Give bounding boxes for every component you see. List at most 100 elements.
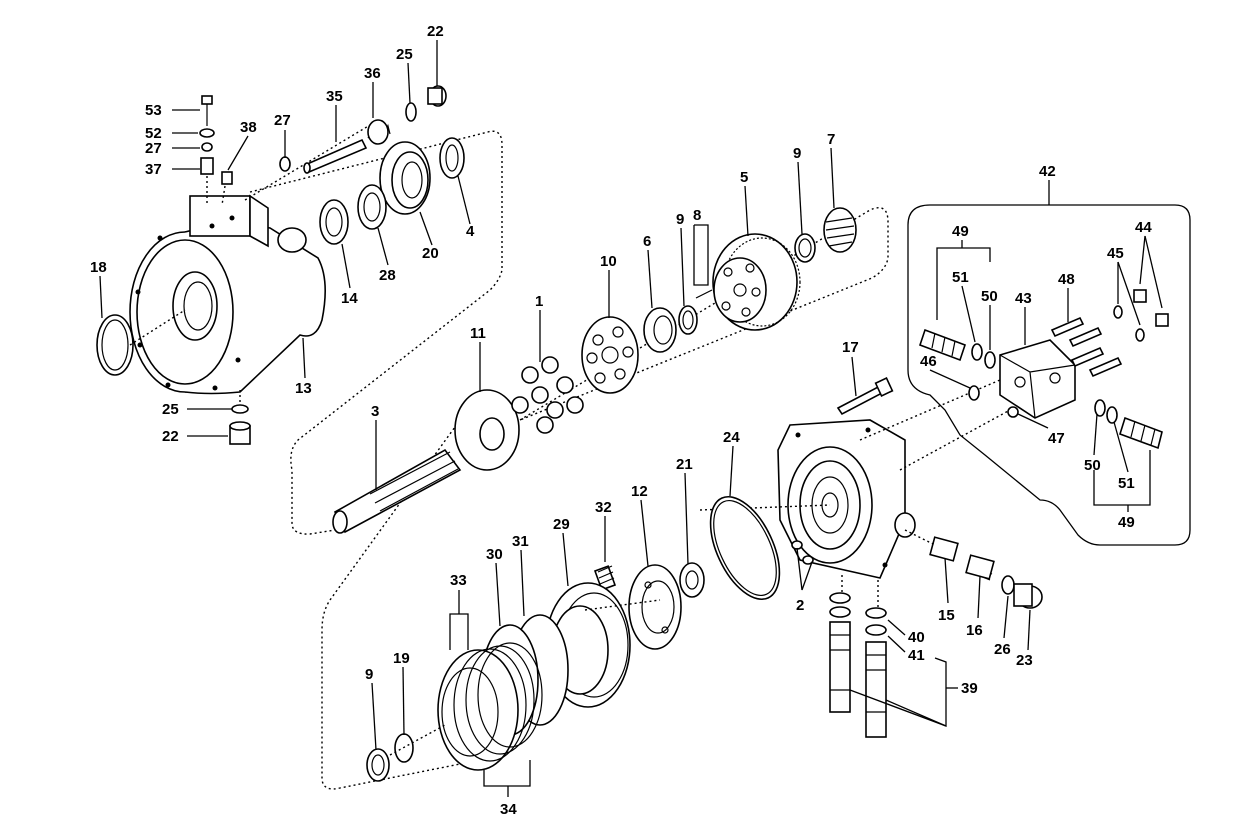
- spacer-28: [357, 184, 387, 230]
- label-2: 2: [796, 597, 804, 614]
- oring-25b: [231, 404, 249, 414]
- label-41: 41: [908, 647, 925, 664]
- spring-32: [593, 565, 617, 591]
- label-34: 34: [500, 801, 517, 818]
- bearing-20: [379, 141, 431, 215]
- check-valve-49a: [918, 328, 967, 362]
- oring-25a: [405, 102, 417, 122]
- plate-12: [628, 564, 682, 650]
- label-21: 21: [676, 456, 693, 473]
- label-44: 44: [1135, 219, 1152, 236]
- relief-valve-39b: [865, 641, 887, 738]
- upper-group-outline: [249, 130, 503, 535]
- label-47: 47: [1048, 430, 1065, 447]
- label-18: 18: [90, 259, 107, 276]
- label-20: 20: [422, 245, 439, 262]
- oring-50b: [1094, 399, 1106, 417]
- ring-9b: [678, 305, 698, 335]
- label-17: 17: [842, 339, 859, 356]
- snap-ring-18: [96, 314, 134, 376]
- label-46: 46: [920, 353, 937, 370]
- oring-40a: [829, 592, 851, 604]
- label-4: 4: [466, 223, 475, 240]
- drive-shaft-3: [332, 448, 462, 534]
- label-22-lower: 22: [162, 428, 179, 445]
- plugs-44: [1133, 289, 1169, 327]
- oring-51a: [971, 343, 983, 361]
- label-14: 14: [341, 290, 358, 307]
- spring-36: [367, 119, 391, 145]
- label-27-upper: 27: [145, 140, 162, 157]
- label-42: 42: [1039, 163, 1056, 180]
- label-50-lower: 50: [1084, 457, 1101, 474]
- label-6: 6: [643, 233, 651, 250]
- label-8: 8: [693, 207, 701, 224]
- plug-37: [200, 157, 214, 175]
- ring-9c: [366, 748, 390, 782]
- label-13: 13: [295, 380, 312, 397]
- label-16: 16: [966, 622, 983, 639]
- label-9-mid: 9: [676, 211, 684, 228]
- rear-cover: [777, 419, 916, 579]
- oring-46: [968, 385, 980, 401]
- label-5: 5: [740, 169, 748, 186]
- oring-45b: [1135, 328, 1145, 342]
- check-valve-49b: [1119, 416, 1163, 450]
- label-11: 11: [470, 325, 486, 342]
- pin-8: [695, 289, 713, 299]
- label-30: 30: [486, 546, 503, 563]
- label-15: 15: [938, 607, 955, 624]
- label-22-upper: 22: [427, 23, 444, 40]
- washer-52: [199, 128, 215, 138]
- label-50-upper: 50: [981, 288, 998, 305]
- label-38: 38: [240, 119, 257, 136]
- bolt-53: [201, 95, 213, 126]
- motor-housing-13: [129, 194, 326, 395]
- plug-22b: [229, 421, 251, 445]
- label-25-lower: 25: [162, 401, 179, 418]
- oring-40b: [865, 607, 887, 619]
- seal-ring-24: [709, 495, 781, 601]
- part-number-labels: 53 52 27 37 38 27 35 36 25 22 4 20 28 14…: [90, 23, 1152, 818]
- label-9-top: 9: [793, 145, 801, 162]
- oring-27b: [279, 156, 291, 172]
- plug-22a: [427, 85, 447, 107]
- label-36: 36: [364, 65, 381, 82]
- oring-47: [1007, 406, 1019, 418]
- washer-4: [439, 137, 465, 179]
- gear-5: [712, 233, 801, 331]
- bolts-48: [1050, 316, 1123, 378]
- spring-16: [965, 554, 995, 581]
- label-1: 1: [535, 293, 543, 310]
- thrust-plate-11: [454, 389, 520, 471]
- label-12: 12: [631, 483, 648, 500]
- label-37: 37: [145, 161, 162, 178]
- label-51-upper: 51: [952, 269, 969, 286]
- label-7: 7: [827, 131, 835, 148]
- oring-45a: [1113, 305, 1123, 319]
- label-53: 53: [145, 102, 162, 119]
- label-33: 33: [450, 572, 467, 589]
- ring-9a: [794, 233, 816, 263]
- label-26: 26: [994, 641, 1011, 658]
- bearing-6: [643, 307, 677, 353]
- label-10: 10: [600, 253, 617, 270]
- oring-26: [1001, 575, 1015, 595]
- label-9-bottom: 9: [365, 666, 373, 683]
- valve-plate-10: [581, 316, 639, 394]
- spring-7: [823, 207, 857, 253]
- label-49-lower: 49: [1118, 514, 1135, 531]
- label-3: 3: [371, 403, 379, 420]
- label-45: 45: [1107, 245, 1124, 262]
- label-27-right: 27: [274, 112, 291, 129]
- piston-set-1: [511, 356, 584, 434]
- plug-23: [1013, 583, 1043, 609]
- label-43: 43: [1015, 290, 1032, 307]
- bearing-21: [679, 562, 705, 598]
- label-28: 28: [379, 267, 396, 284]
- washer-14: [319, 199, 349, 245]
- label-48: 48: [1058, 271, 1075, 288]
- leader-lines: [99, 40, 1163, 797]
- oring-27a: [201, 142, 213, 152]
- oring-50a: [984, 351, 996, 369]
